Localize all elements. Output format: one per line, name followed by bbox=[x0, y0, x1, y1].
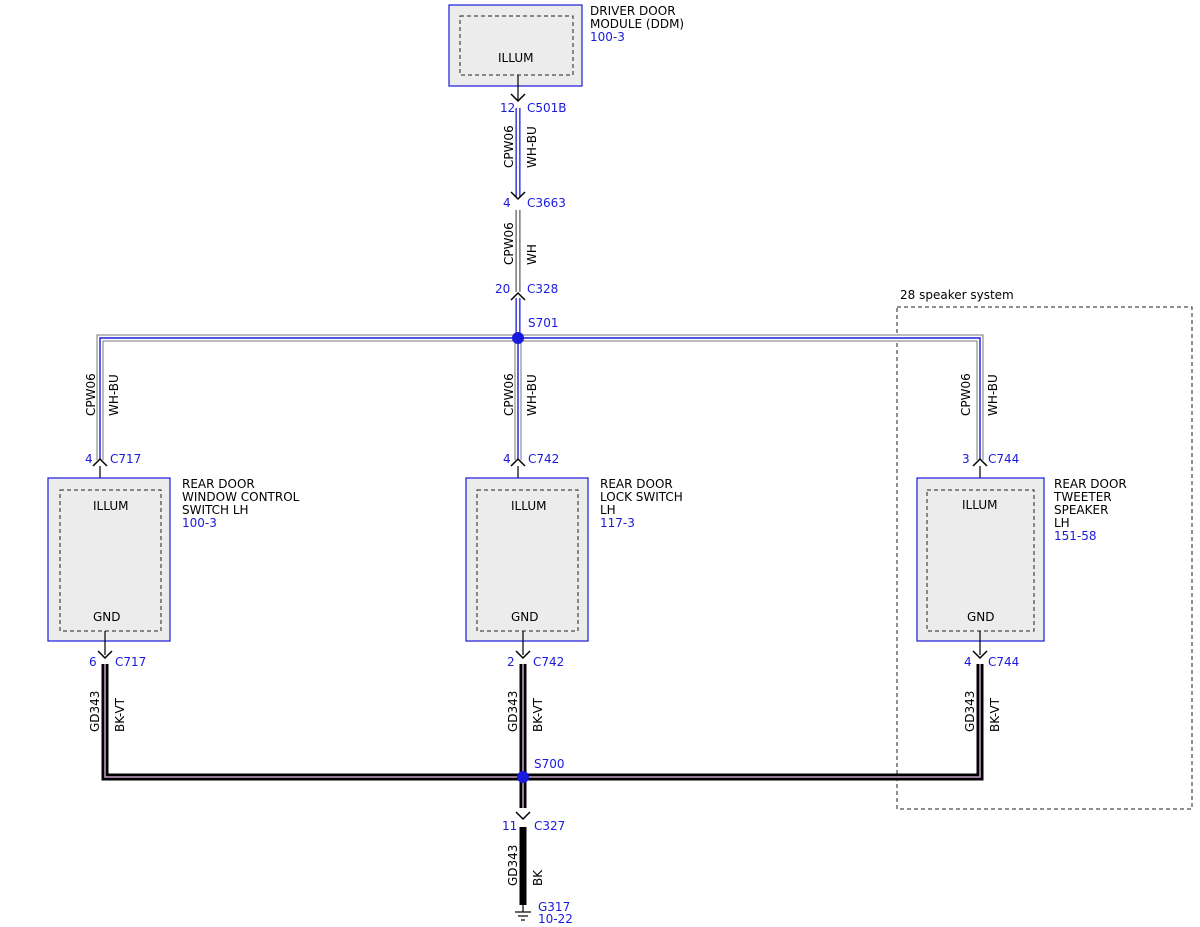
c742-top-name[interactable]: C742 bbox=[528, 452, 559, 466]
speaker-system-region bbox=[896, 306, 1193, 810]
window-switch-name-line3: SWITCH LH bbox=[182, 503, 249, 517]
lock-switch-name-line3: LH bbox=[600, 503, 616, 517]
lock-switch-pin-illum: ILLUM bbox=[511, 499, 546, 513]
wire-s701-branches bbox=[96, 334, 984, 460]
c742-bot-name[interactable]: C742 bbox=[533, 655, 564, 669]
window-switch-pin-gnd: GND bbox=[93, 610, 121, 624]
component-window-switch: ILLUM GND bbox=[47, 466, 171, 655]
tweeter-ref-link[interactable]: 151-58 bbox=[1054, 529, 1097, 543]
c328-pin: 20 bbox=[495, 282, 510, 296]
ddm-pin-illum: ILLUM bbox=[498, 51, 533, 65]
window-switch-ref-link[interactable]: 100-3 bbox=[182, 516, 217, 530]
c717-bot-chevron-icon bbox=[97, 650, 113, 660]
wire-ground-circuit: GD343 bbox=[506, 845, 520, 886]
c717-top-pin: 4 bbox=[85, 452, 93, 466]
component-lock-switch: ILLUM GND bbox=[465, 466, 589, 655]
wire-ground-color: BK bbox=[531, 869, 545, 886]
c744-bot-name[interactable]: C744 bbox=[988, 655, 1019, 669]
c3663-name[interactable]: C3663 bbox=[527, 196, 566, 210]
wire-mid-illum-color: WH-BU bbox=[525, 374, 539, 416]
tweeter-pin-illum: ILLUM bbox=[962, 498, 997, 512]
ground-name: G317 bbox=[538, 900, 570, 914]
tweeter-name-line3: SPEAKER bbox=[1054, 503, 1108, 517]
wire-c3663-c328-circuit: CPW06 bbox=[502, 222, 516, 265]
c717-bot-pin: 6 bbox=[89, 655, 97, 669]
ddm-name-line2: MODULE (DDM) bbox=[590, 17, 684, 31]
wire-left-gnd-color: BK-VT bbox=[113, 697, 127, 732]
ground-ref-link[interactable]: 10-22 bbox=[538, 912, 573, 926]
c327-chevron-icon bbox=[515, 811, 531, 821]
c328-name[interactable]: C328 bbox=[527, 282, 558, 296]
splice-s701-label: S701 bbox=[528, 316, 559, 330]
ddm-ref-link[interactable]: 100-3 bbox=[590, 30, 625, 44]
c744-top-name[interactable]: C744 bbox=[988, 452, 1019, 466]
c3663-chevron-icon bbox=[510, 191, 526, 201]
speaker-system-label: 28 speaker system bbox=[900, 288, 1014, 302]
lock-switch-name-line2: LOCK SWITCH bbox=[600, 490, 683, 504]
c742-top-pin: 4 bbox=[503, 452, 511, 466]
wire-mid-illum-circuit: CPW06 bbox=[502, 373, 516, 416]
wire-right-illum-color: WH-BU bbox=[986, 374, 1000, 416]
component-ddm: ILLUM bbox=[448, 4, 583, 100]
c501b-pin: 12 bbox=[500, 101, 515, 115]
c327-pin: 11 bbox=[502, 819, 517, 833]
wire-left-illum-circuit: CPW06 bbox=[84, 373, 98, 416]
c742-bot-chevron-icon bbox=[515, 650, 531, 660]
ground-circuit-wires bbox=[101, 664, 984, 905]
splice-s700 bbox=[517, 771, 529, 783]
splice-s701 bbox=[512, 332, 524, 344]
c328-chevron-icon bbox=[510, 291, 526, 301]
c501b-chevron-icon bbox=[510, 93, 526, 103]
wire-right-illum-circuit: CPW06 bbox=[959, 373, 973, 416]
c744-bot-chevron-icon bbox=[972, 650, 988, 660]
tweeter-name-line2: TWEETER bbox=[1053, 490, 1112, 504]
c717-bot-name[interactable]: C717 bbox=[115, 655, 146, 669]
c742-bot-pin: 2 bbox=[507, 655, 515, 669]
window-switch-pin-illum: ILLUM bbox=[93, 499, 128, 513]
lock-switch-name-line1: REAR DOOR bbox=[600, 477, 673, 491]
c744-top-pin: 3 bbox=[962, 452, 970, 466]
wire-ddm-c3663-circuit: CPW06 bbox=[502, 125, 516, 168]
c501b-name[interactable]: C501B bbox=[527, 101, 567, 115]
component-tweeter: ILLUM GND bbox=[916, 466, 1045, 655]
wire-left-illum-color: WH-BU bbox=[107, 374, 121, 416]
splice-s700-label: S700 bbox=[534, 757, 565, 771]
c327-name[interactable]: C327 bbox=[534, 819, 565, 833]
wire-ddm-c3663-color: WH-BU bbox=[525, 126, 539, 168]
ddm-name-line1: DRIVER DOOR bbox=[590, 4, 676, 18]
wire-mid-gnd-circuit: GD343 bbox=[506, 691, 520, 732]
lock-switch-ref-link[interactable]: 117-3 bbox=[600, 516, 635, 530]
wire-right-gnd-circuit: GD343 bbox=[963, 691, 977, 732]
lock-switch-pin-gnd: GND bbox=[511, 610, 539, 624]
window-switch-name-line1: REAR DOOR bbox=[182, 477, 255, 491]
tweeter-name-line4: LH bbox=[1054, 516, 1070, 530]
c742-top-chevron-icon bbox=[510, 457, 526, 467]
c744-bot-pin: 4 bbox=[964, 655, 972, 669]
window-switch-name-line2: WINDOW CONTROL bbox=[182, 490, 300, 504]
c717-top-name[interactable]: C717 bbox=[110, 452, 141, 466]
c744-top-chevron-icon bbox=[972, 457, 988, 467]
wire-mid-gnd-color: BK-VT bbox=[531, 697, 545, 732]
tweeter-name-line1: REAR DOOR bbox=[1054, 477, 1127, 491]
tweeter-pin-gnd: GND bbox=[967, 610, 995, 624]
wire-right-gnd-color: BK-VT bbox=[988, 697, 1002, 732]
c3663-pin: 4 bbox=[503, 196, 511, 210]
ground-icon bbox=[515, 905, 531, 921]
wire-left-gnd-circuit: GD343 bbox=[88, 691, 102, 732]
illum-circuit-wires bbox=[96, 108, 984, 460]
c717-top-chevron-icon bbox=[92, 457, 108, 467]
wire-c3663-c328-color: WH bbox=[525, 244, 539, 265]
